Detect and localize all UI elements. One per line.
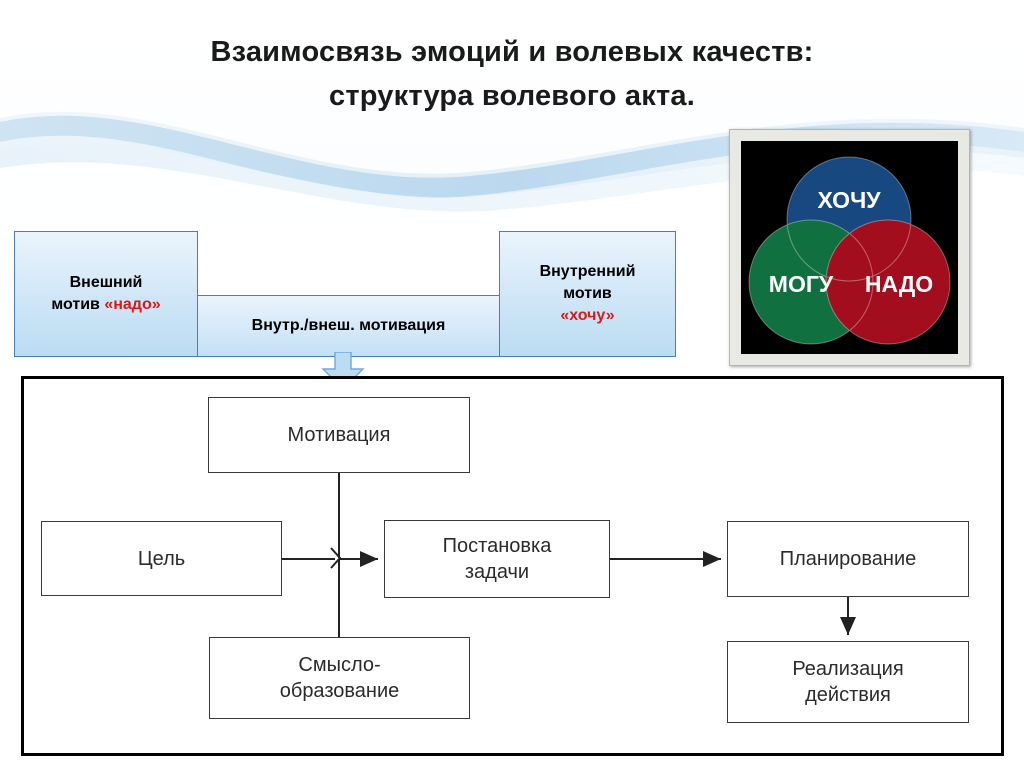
flow-node-task-line-2: задачи (464, 561, 530, 583)
flow-node-task: Постановка задачи (384, 520, 610, 598)
title-line-2: структура волевого акта. (329, 80, 695, 112)
flow-node-motivation: Мотивация (208, 397, 470, 473)
flow-node-meaning: Смысло- образование (209, 637, 470, 719)
flow-node-realization-line-1: Реализация (792, 658, 904, 680)
venn-label-right: НАДО (865, 271, 933, 297)
motivation-bridge-box: Внутр./внеш. мотивация (197, 295, 500, 357)
flow-node-planning: Планирование (727, 521, 969, 597)
external-motive-box: Внешний мотив «надо» (14, 231, 198, 357)
flow-node-realization-line-2: действия (805, 684, 891, 706)
external-motive-quote: «надо» (104, 296, 161, 313)
flow-node-meaning-line-1: Смысло- (298, 654, 381, 676)
flow-node-meaning-line-2: образование (279, 680, 400, 702)
flow-node-goal-line-1: Цель (137, 547, 186, 570)
internal-motive-line-2: мотив (563, 285, 612, 302)
flow-node-goal: Цель (41, 521, 282, 596)
motivation-bridge-label: Внутр./внеш. мотивация (251, 317, 446, 334)
flow-node-motivation-line-1: Мотивация (287, 424, 391, 446)
venn-label-top: ХОЧУ (817, 187, 881, 213)
flow-node-planning-line-1: Планирование (779, 548, 917, 570)
internal-motive-box: Внутренний мотив «хочу» (499, 231, 676, 357)
page-title: Взаимосвязь эмоций и волевых качеств: ст… (0, 30, 1024, 118)
internal-motive-line-1: Внутренний (539, 263, 636, 280)
external-motive-line-2: мотив (51, 296, 105, 313)
flow-node-realization: Реализация действия (727, 641, 969, 723)
external-motive-line-1: Внешний (69, 274, 143, 291)
venn-diagram-image: ХОЧУ МОГУ НАДО (729, 129, 970, 366)
venn-canvas: ХОЧУ МОГУ НАДО (741, 141, 958, 354)
internal-motive-quote: «хочу» (560, 307, 615, 324)
title-line-1: Взаимосвязь эмоций и волевых качеств: (210, 36, 814, 68)
flow-node-task-line-1: Постановка (442, 535, 552, 557)
venn-label-left: МОГУ (769, 271, 834, 297)
